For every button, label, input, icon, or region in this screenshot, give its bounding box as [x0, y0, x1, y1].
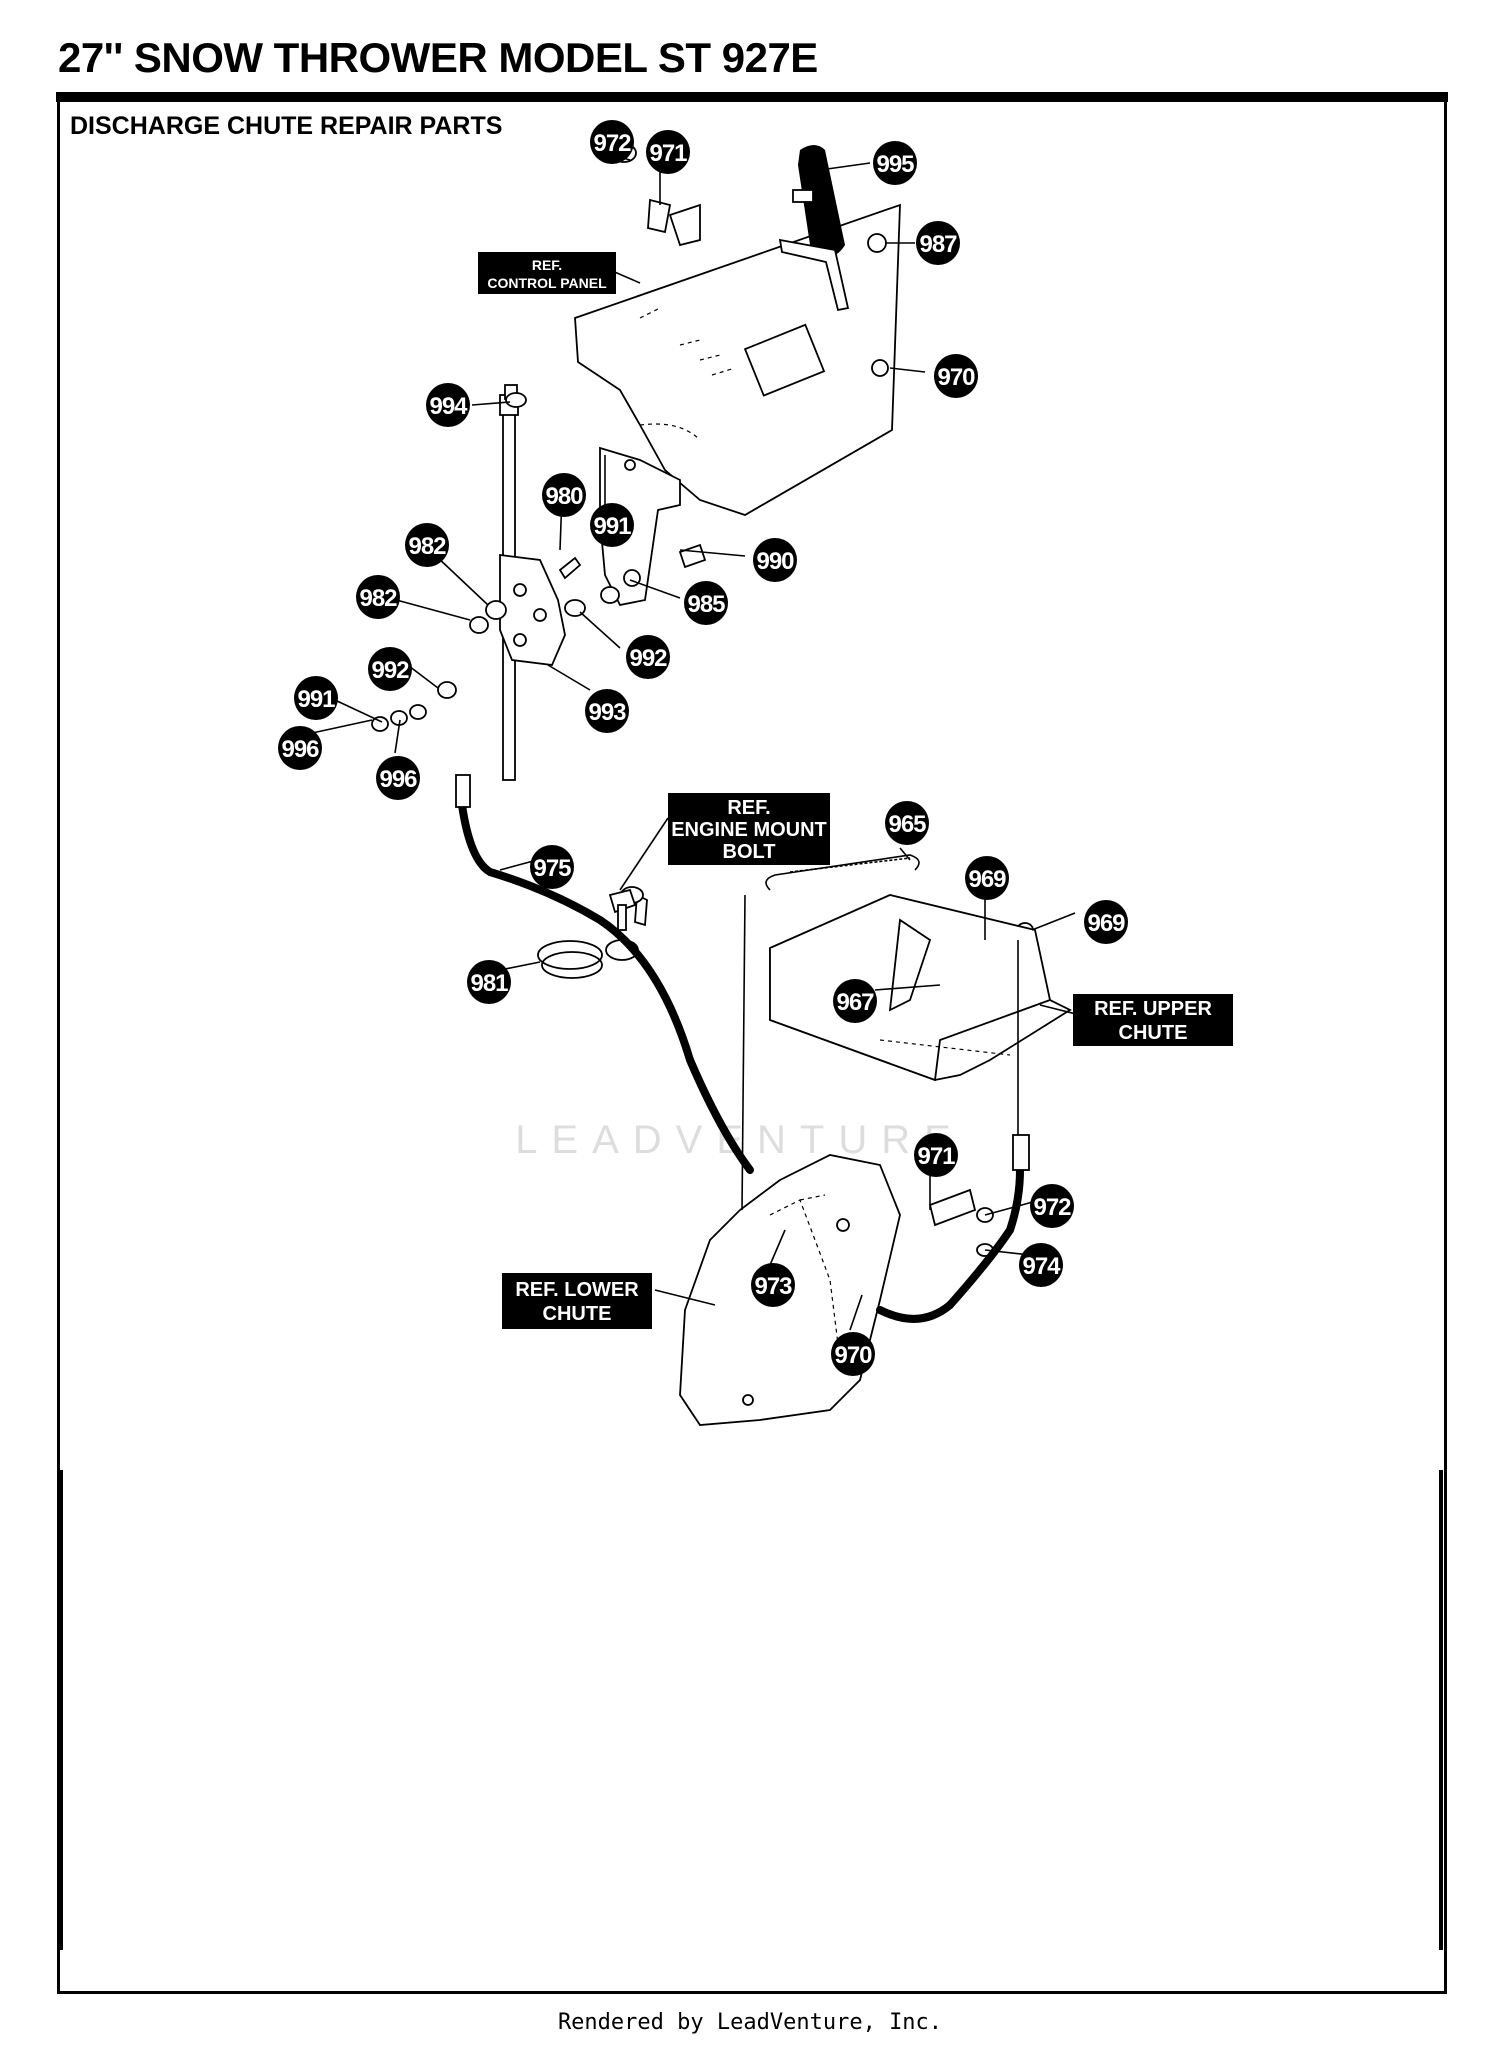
footer-credit: Rendered by LeadVenture, Inc.: [557, 2010, 943, 2035]
exploded-parts-diagram: LEADVENTURE: [278, 120, 1233, 1426]
callout-971-bottom[interactable]: 971: [914, 1133, 958, 1177]
callout-980[interactable]: 980: [542, 473, 586, 517]
callout-965[interactable]: 965: [885, 801, 929, 845]
svg-text:CHUTE: CHUTE: [543, 1303, 612, 1325]
callout-996-bottom[interactable]: 996: [376, 756, 420, 800]
callout-975[interactable]: 975: [530, 845, 574, 889]
ref-lower-chute-label: REF. LOWER CHUTE: [502, 1273, 652, 1329]
diagram-frame: [57, 96, 1447, 1994]
svg-text:REF. UPPER: REF. UPPER: [1094, 998, 1212, 1020]
ref-control-panel-label: REF. CONTROL PANEL: [478, 252, 616, 294]
callout-990[interactable]: 990: [753, 538, 797, 582]
svg-text:REF. LOWER: REF. LOWER: [515, 1279, 639, 1301]
chute-cable-975: [458, 801, 754, 1174]
svg-text:994: 994: [429, 393, 468, 420]
svg-text:987: 987: [919, 231, 957, 258]
svg-text:990: 990: [756, 548, 794, 575]
svg-text:973: 973: [754, 1273, 792, 1300]
lower-cable: [876, 1166, 1024, 1323]
control-panel: [574, 203, 901, 516]
svg-text:972: 972: [1033, 1194, 1071, 1221]
svg-text:967: 967: [836, 989, 874, 1016]
svg-text:CONTROL PANEL: CONTROL PANEL: [487, 275, 607, 291]
svg-text:965: 965: [888, 811, 926, 838]
engine-mount-bolt: [608, 888, 637, 931]
svg-text:980: 980: [545, 483, 583, 510]
svg-text:971: 971: [649, 140, 687, 167]
callout-970-bottom[interactable]: 970: [831, 1332, 875, 1376]
cable-fittings: [455, 774, 1030, 1171]
svg-text:974: 974: [1022, 1253, 1061, 1280]
svg-text:975: 975: [533, 855, 571, 882]
svg-text:REF.: REF.: [727, 797, 770, 819]
ref-engine-mount-bolt-label: REF. ENGINE MOUNT BOLT: [668, 793, 830, 865]
tension-spring-965: [765, 854, 920, 891]
upper-chute: [769, 894, 1072, 1082]
frame-edge-left: [59, 1470, 63, 1950]
svg-text:981: 981: [470, 970, 508, 997]
mounting-plate: [599, 446, 681, 607]
svg-text:972: 972: [593, 130, 631, 157]
page-title: 27'' SNOW THROWER MODEL ST 927E: [58, 34, 818, 81]
shift-knob-995: [778, 145, 850, 312]
ref-upper-chute-label: REF. UPPER CHUTE: [1073, 994, 1233, 1046]
callout-992-left[interactable]: 992: [368, 647, 412, 691]
frame-edge-right: [1439, 1470, 1443, 1950]
svg-text:REF.: REF.: [532, 257, 562, 273]
svg-text:969: 969: [1087, 910, 1125, 937]
svg-text:985: 985: [687, 591, 725, 618]
callout-985[interactable]: 985: [684, 581, 728, 625]
callout-996-left[interactable]: 996: [278, 726, 322, 770]
callout-981[interactable]: 981: [467, 960, 511, 1004]
svg-text:CHUTE: CHUTE: [1119, 1022, 1188, 1044]
svg-text:996: 996: [281, 736, 319, 763]
callout-969-right[interactable]: 969: [1084, 900, 1128, 944]
callout-970-top[interactable]: 970: [934, 354, 978, 398]
callout-992-right[interactable]: 992: [626, 635, 670, 679]
svg-text:BOLT: BOLT: [723, 841, 776, 863]
svg-text:993: 993: [588, 699, 626, 726]
svg-text:992: 992: [371, 657, 409, 684]
callout-973[interactable]: 973: [751, 1263, 795, 1307]
svg-text:982: 982: [359, 585, 397, 612]
svg-text:991: 991: [593, 513, 631, 540]
svg-text:991: 991: [297, 686, 335, 713]
leader-lines: [302, 154, 1101, 1331]
index-bracket: [499, 553, 566, 666]
callout-987[interactable]: 987: [916, 221, 960, 265]
section-title: DISCHARGE CHUTE REPAIR PARTS: [70, 112, 503, 140]
svg-text:970: 970: [937, 364, 975, 391]
callout-967[interactable]: 967: [833, 979, 877, 1023]
callout-982-upper[interactable]: 982: [405, 523, 449, 567]
callout-995[interactable]: 995: [873, 141, 917, 185]
callout-969-left[interactable]: 969: [965, 856, 1009, 900]
svg-text:982: 982: [408, 533, 446, 560]
svg-text:996: 996: [379, 766, 417, 793]
callout-974[interactable]: 974: [1019, 1243, 1063, 1287]
callout-982-lower[interactable]: 982: [356, 575, 400, 619]
svg-text:ENGINE MOUNT: ENGINE MOUNT: [671, 819, 827, 841]
svg-text:969: 969: [968, 866, 1006, 893]
callout-991-top[interactable]: 991: [590, 503, 634, 547]
svg-text:995: 995: [876, 151, 914, 178]
callout-993[interactable]: 993: [585, 689, 629, 733]
cable-tie-981: [537, 940, 603, 970]
callout-972-top[interactable]: 972: [590, 120, 634, 164]
svg-text:992: 992: [629, 645, 667, 672]
callout-994[interactable]: 994: [426, 383, 470, 427]
callout-991-left[interactable]: 991: [294, 676, 338, 720]
callout-971-top[interactable]: 971: [646, 130, 690, 174]
svg-text:970: 970: [834, 1342, 872, 1369]
callout-972-bottom[interactable]: 972: [1030, 1184, 1074, 1228]
svg-text:971: 971: [917, 1143, 955, 1170]
title-rule: [56, 92, 1448, 102]
